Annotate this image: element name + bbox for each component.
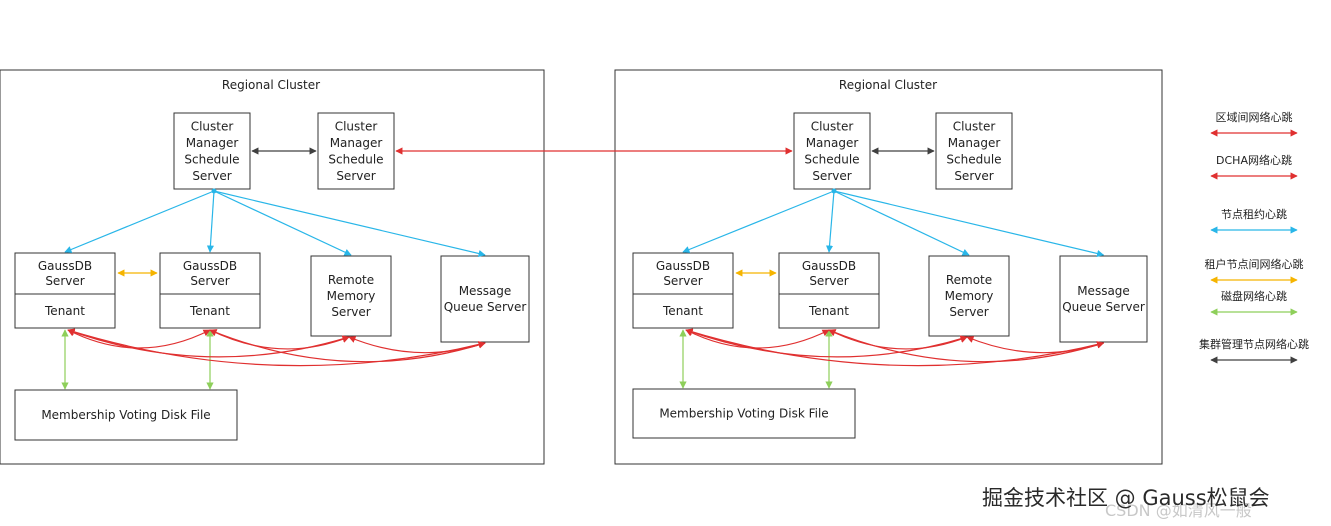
legend-item-2: DCHA网络心跳 bbox=[1210, 153, 1298, 180]
legend-item-1: 区域间网络心跳 bbox=[1210, 110, 1298, 137]
lease-arrow-2 bbox=[206, 190, 215, 253]
legend-item-label: 磁盘网络心跳 bbox=[1221, 289, 1287, 303]
lease-arrow-3 bbox=[833, 190, 970, 256]
gaussdb-node-1 bbox=[632, 252, 734, 329]
voting-disk bbox=[14, 389, 238, 441]
message-queue-server bbox=[440, 255, 530, 343]
lease-arrow-4 bbox=[213, 190, 486, 258]
gaussdb-node-1 bbox=[14, 252, 116, 329]
voting-disk bbox=[632, 388, 856, 439]
legend-item-label: 租户节点间网络心跳 bbox=[1205, 257, 1304, 271]
legend-item-6: 集群管理节点网络心跳 bbox=[1199, 337, 1309, 364]
dcha-curve-3 bbox=[67, 328, 486, 367]
legend: 区域间网络心跳 DCHA网络心跳节点租约心跳租户节点间网络心跳磁盘网络心跳集群管理… bbox=[1199, 110, 1309, 364]
tenant-label: Tenant bbox=[44, 304, 85, 318]
dcha-curve-5 bbox=[828, 329, 1105, 363]
lease-arrow-1 bbox=[64, 190, 215, 253]
legend-item-label: 节点租约心跳 bbox=[1221, 207, 1287, 221]
watermark-main: 掘金技术社区 @ Gauss松鼠会 bbox=[982, 486, 1270, 510]
dcha-curve-5 bbox=[209, 329, 486, 363]
tenant-label: Tenant bbox=[808, 304, 849, 318]
lease-arrow-3 bbox=[213, 190, 352, 256]
legend-item-label: 区域间网络心跳 bbox=[1216, 110, 1293, 124]
legend-item-3: 节点租约心跳 bbox=[1210, 207, 1298, 234]
lease-arrow-2 bbox=[825, 190, 835, 253]
tenant-label: Tenant bbox=[189, 304, 230, 318]
cm-server-secondary bbox=[935, 112, 1013, 190]
legend-item-4: 租户节点间网络心跳 bbox=[1205, 257, 1304, 284]
cm-server-primary bbox=[173, 112, 251, 190]
cluster-title: Regional Cluster bbox=[839, 78, 937, 92]
cluster-title: Regional Cluster bbox=[222, 78, 320, 92]
cm-server-secondary bbox=[317, 112, 395, 190]
voting-disk-label: Membership Voting Disk File bbox=[659, 407, 828, 421]
legend-item-label: 集群管理节点网络心跳 bbox=[1199, 337, 1309, 351]
lease-arrow-1 bbox=[682, 190, 835, 253]
tenant-label: Tenant bbox=[662, 304, 703, 318]
dcha-curve-6 bbox=[966, 336, 1105, 354]
message-queue-server bbox=[1059, 255, 1148, 343]
remote-memory-server bbox=[928, 255, 1010, 337]
dcha-curve-3 bbox=[685, 328, 1105, 367]
gaussdb-node-2 bbox=[159, 252, 261, 329]
lease-arrow-4 bbox=[833, 190, 1105, 258]
dcha-curve-6 bbox=[348, 336, 486, 354]
legend-item-5: 磁盘网络心跳 bbox=[1210, 289, 1298, 316]
gaussdb-node-2 bbox=[778, 252, 880, 329]
voting-disk-label: Membership Voting Disk File bbox=[41, 408, 210, 422]
cm-server-primary bbox=[793, 112, 871, 190]
watermark-faint: CSDN @如清风一般 bbox=[1105, 501, 1252, 520]
legend-item-label: DCHA网络心跳 bbox=[1216, 153, 1292, 167]
